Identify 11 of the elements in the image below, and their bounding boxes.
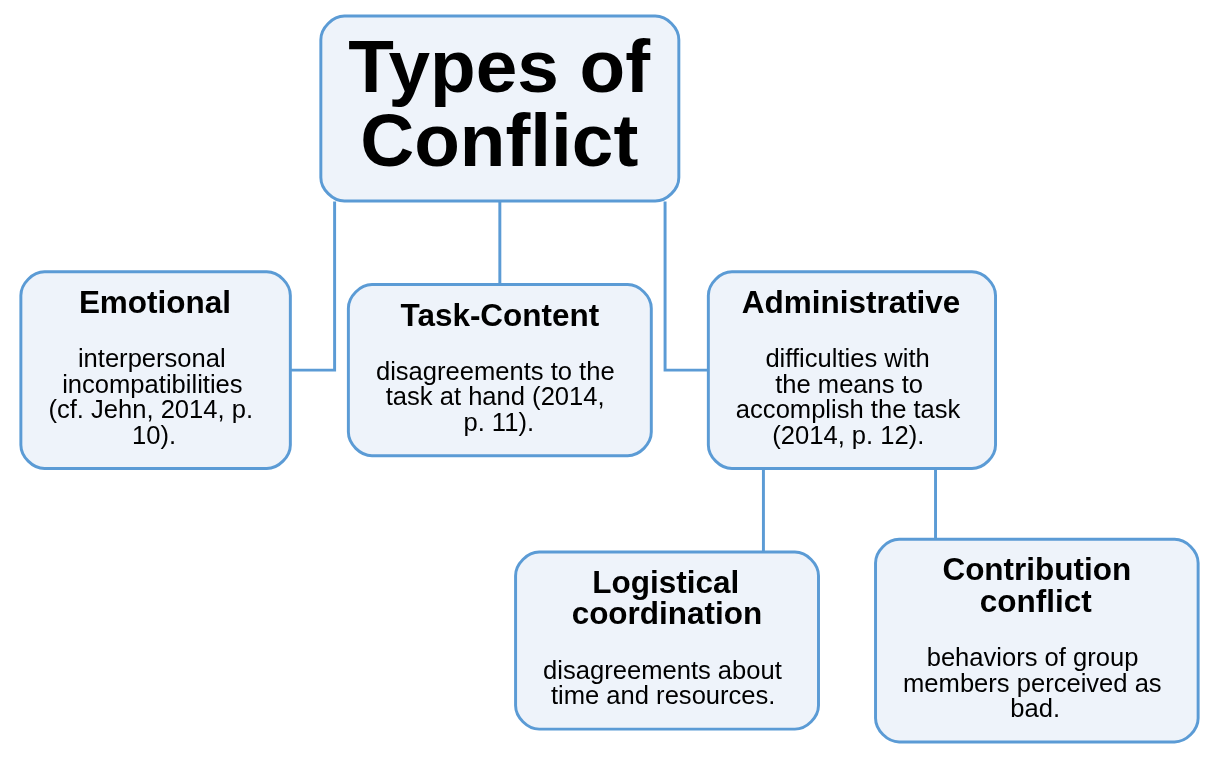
node-box: Emotional interpersonal incompatibilities (cf. Jehn, 2014, p. 10).	[19, 270, 292, 470]
connector	[290, 201, 337, 372]
node-box: Contribution conflict behaviors of group members perceived as bad.	[874, 537, 1200, 744]
connector	[934, 468, 937, 540]
node-box: Task-Content disagreements to the task at hand (2014, p. 11).	[346, 283, 653, 458]
node-box: Administrative difficulties with the means to accomplish the task (2014, p. 12).	[706, 270, 997, 470]
node-box: Logistical coordination disagreements about time and resources.	[514, 550, 820, 731]
connector	[663, 201, 708, 372]
connector	[761, 468, 765, 552]
connector	[498, 201, 502, 285]
node-box: Types of Conflict	[319, 14, 681, 203]
